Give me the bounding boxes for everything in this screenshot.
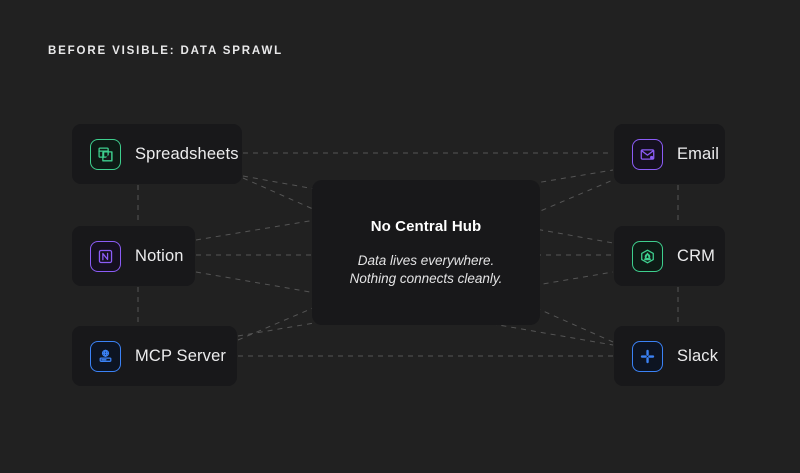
node-label-crm: CRM bbox=[677, 246, 716, 265]
spreadsheet-icon bbox=[90, 138, 121, 170]
envelope-icon bbox=[632, 138, 663, 170]
node-email[interactable]: Email bbox=[614, 124, 725, 184]
crm-hexagon-icon bbox=[632, 240, 663, 272]
node-label-email: Email bbox=[677, 144, 720, 163]
hub-subtitle-line-2: Nothing connects cleanly. bbox=[349, 270, 503, 286]
hub-title: No Central Hub bbox=[370, 217, 482, 235]
node-crm[interactable]: CRM bbox=[614, 226, 725, 286]
node-notion[interactable]: Notion bbox=[72, 226, 195, 286]
hub-subtitle-line-1: Data lives everywhere. bbox=[357, 252, 495, 268]
hub-subtitle: Data lives everywhere. Nothing connects … bbox=[350, 252, 503, 288]
mcp-server-icon bbox=[90, 340, 121, 372]
notion-icon bbox=[90, 240, 121, 272]
node-label-notion: Notion bbox=[135, 246, 184, 265]
node-label-spreadsheets: Spreadsheets bbox=[135, 144, 239, 163]
slack-icon bbox=[632, 340, 663, 372]
node-label-mcp-server: MCP Server bbox=[135, 346, 227, 365]
page-title: BEFORE VISIBLE: DATA SPRAWL bbox=[48, 45, 284, 57]
connector-spreadsheets-to-crm bbox=[242, 175, 614, 244]
node-label-slack: Slack bbox=[677, 346, 719, 365]
node-slack[interactable]: Slack bbox=[614, 326, 725, 386]
node-spreadsheets[interactable]: Spreadsheets bbox=[72, 124, 242, 184]
node-mcp-server[interactable]: MCP Server bbox=[72, 326, 237, 386]
central-hub-card: No Central Hub Data lives everywhere. No… bbox=[312, 180, 540, 325]
